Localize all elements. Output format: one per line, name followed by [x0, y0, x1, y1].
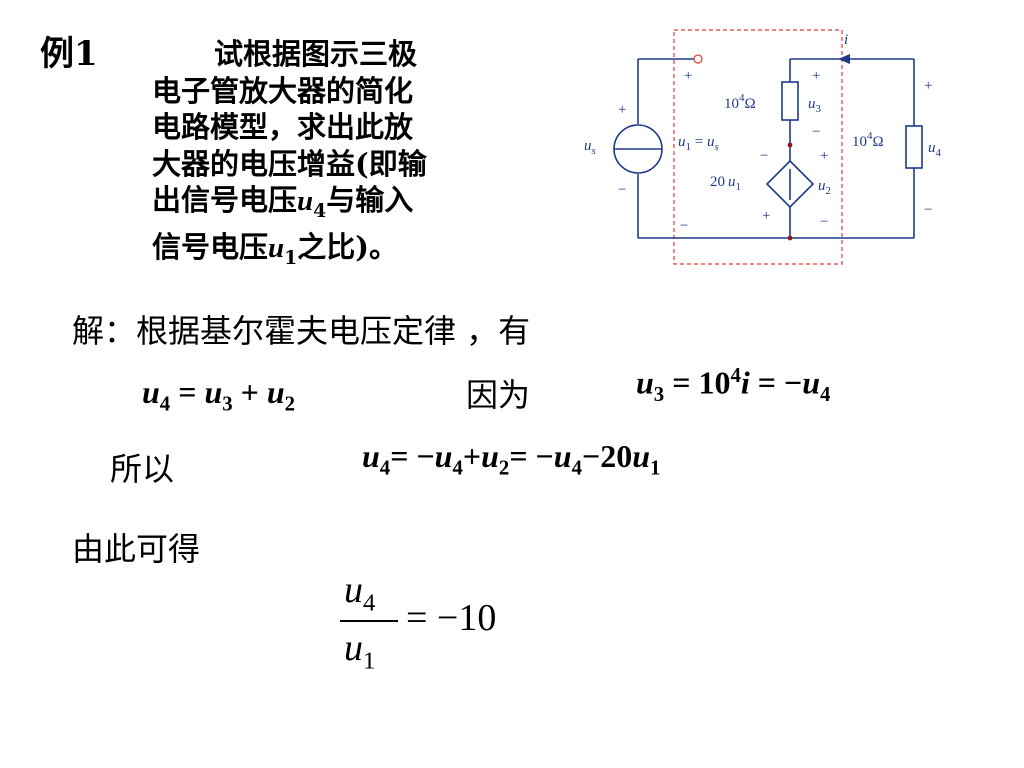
- thus-label: 由此可得: [72, 530, 201, 568]
- fraction-result: = −10: [406, 597, 497, 639]
- solution-intro: 解：根据基尔霍夫电压定律 ，有: [72, 312, 531, 350]
- minus-sign: −: [812, 124, 820, 140]
- plus-sign: +: [762, 208, 770, 224]
- current-label: i: [844, 32, 848, 48]
- problem-statement: 试根据图示三极 电子管放大器的简化 电路模型，求出此放 大器的电压增益(即输 出…: [152, 36, 482, 277]
- r4-label: 104Ω: [852, 130, 884, 150]
- equation-u3: u3 = 104i = −u4: [636, 364, 831, 407]
- equation-u4: u4= −u4+u2= −u4−20u1: [362, 438, 661, 480]
- fraction-denominator: u1: [344, 627, 376, 675]
- minus-sign: −: [924, 202, 932, 218]
- example-title: 例1: [40, 34, 98, 74]
- u4-label: u4: [928, 140, 942, 159]
- plus-sign: +: [924, 78, 932, 94]
- fraction-bar: [340, 620, 398, 622]
- fraction-numerator: u4: [344, 569, 376, 617]
- problem-line: 电子管放大器的简化: [152, 73, 414, 108]
- plus-sign: +: [684, 68, 692, 84]
- equation-kvl: u4 = u3 + u2: [142, 374, 296, 416]
- plus-sign: +: [812, 68, 820, 84]
- problem-line: 试根据图示三极: [214, 37, 418, 71]
- minus-sign: −: [760, 148, 768, 164]
- problem-line: 信号电压u1之比)。: [152, 230, 399, 270]
- minus-sign: −: [680, 218, 688, 234]
- u3-label: u3: [808, 96, 822, 115]
- r3-label: 104Ω: [724, 92, 756, 112]
- circuit-wires: [637, 58, 915, 239]
- problem-line: 出信号电压u4与输入: [152, 183, 414, 222]
- junction-node: [787, 235, 793, 241]
- junction-node: [787, 142, 793, 148]
- resistor-r4: [905, 125, 923, 169]
- because-label: 因为: [466, 376, 531, 414]
- plus-sign: +: [820, 148, 828, 164]
- terminal-node: [693, 54, 703, 64]
- source-label: us: [584, 138, 596, 157]
- plus-sign: +: [618, 102, 626, 118]
- resistor-r3: [781, 81, 799, 121]
- circuit-diagram: i + + − − + − − + + − + − us u1 = us 104…: [584, 29, 942, 265]
- problem-line: 大器的电压增益(即输: [152, 146, 427, 181]
- highlight-box: [673, 29, 843, 265]
- u2-label: u2: [818, 178, 831, 197]
- minus-sign: −: [820, 214, 828, 230]
- u1-label: u1 = us: [678, 134, 719, 153]
- so-label: 所以: [110, 450, 175, 488]
- current-arrow-icon: [838, 54, 850, 64]
- problem-line: 电路模型，求出此放: [152, 110, 414, 144]
- minus-sign: −: [618, 182, 626, 198]
- gain-fraction: u4 u1 = −10: [336, 568, 526, 678]
